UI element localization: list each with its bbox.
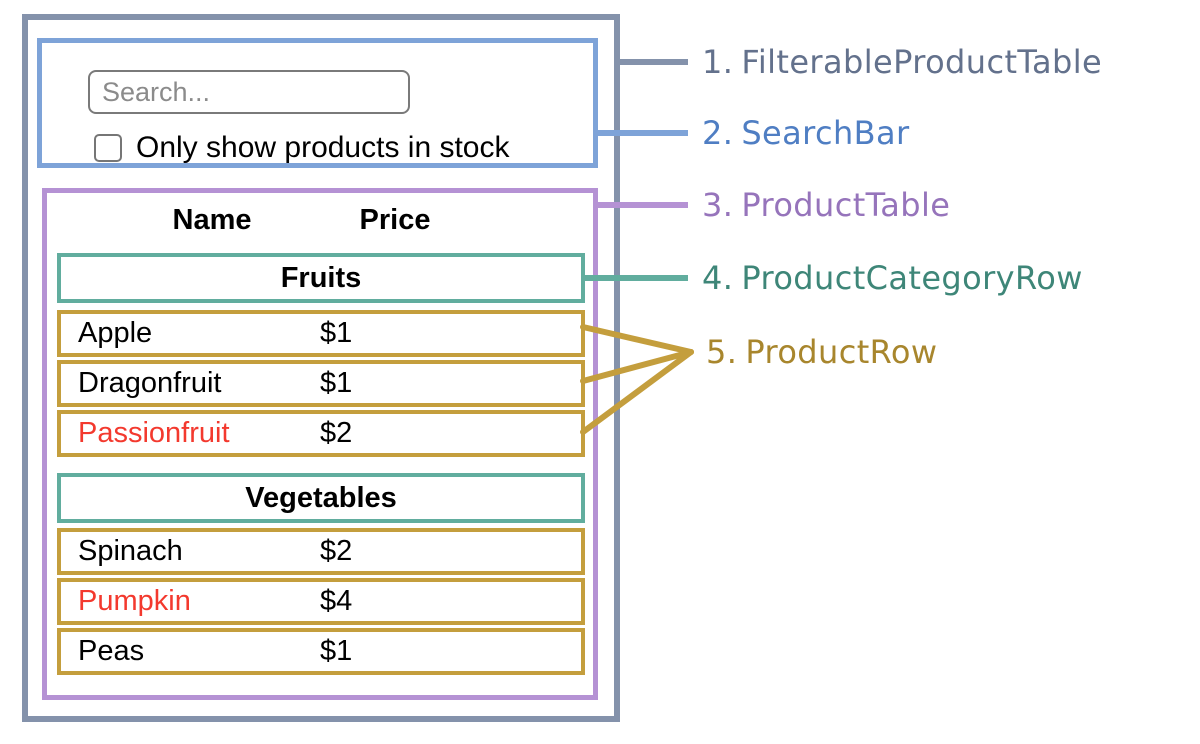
- product-price: $2: [320, 417, 353, 449]
- column-header-price: Price: [359, 204, 431, 236]
- product-row-peas: Peas $1: [57, 628, 585, 675]
- product-price: $1: [320, 317, 353, 349]
- product-name: Apple: [78, 317, 153, 349]
- label-number: 2.: [702, 114, 734, 152]
- label-text: SearchBar: [741, 114, 910, 152]
- label-text: FilterableProductTable: [741, 43, 1103, 81]
- in-stock-checkbox-label[interactable]: Only show products in stock: [136, 131, 510, 164]
- product-name: Spinach: [78, 535, 183, 567]
- product-name: Pumpkin: [78, 585, 191, 617]
- label-filterable-product-table: 1.FilterableProductTable: [702, 42, 1102, 82]
- label-product-category-row: 4.ProductCategoryRow: [702, 258, 1083, 298]
- product-name: Dragonfruit: [78, 367, 222, 399]
- product-row-dragonfruit: Dragonfruit $1: [57, 360, 585, 407]
- in-stock-checkbox[interactable]: [94, 134, 122, 162]
- product-row-apple: Apple $1: [57, 310, 585, 357]
- search-input[interactable]: [88, 70, 410, 114]
- product-row-pumpkin: Pumpkin $4: [57, 578, 585, 625]
- label-search-bar: 2.SearchBar: [702, 113, 910, 153]
- product-row-passionfruit: Passionfruit $2: [57, 410, 585, 457]
- product-name: Peas: [78, 635, 145, 667]
- label-number: 5.: [706, 333, 738, 371]
- label-text: ProductTable: [741, 186, 951, 224]
- label-product-row: 5.ProductRow: [706, 332, 937, 372]
- label-number: 4.: [702, 259, 734, 297]
- product-price: $4: [320, 585, 353, 617]
- product-category-row-fruits: Fruits: [57, 253, 585, 303]
- label-text: ProductCategoryRow: [741, 259, 1083, 297]
- label-text: ProductRow: [745, 333, 938, 371]
- product-name: Passionfruit: [78, 417, 230, 449]
- product-price: $1: [320, 635, 353, 667]
- label-product-table: 3.ProductTable: [702, 185, 950, 225]
- label-number: 3.: [702, 186, 734, 224]
- product-price: $2: [320, 535, 353, 567]
- product-price: $1: [320, 367, 353, 399]
- label-number: 1.: [702, 43, 734, 81]
- column-header-name: Name: [172, 204, 252, 236]
- product-category-row-vegetables: Vegetables: [57, 473, 585, 523]
- product-row-spinach: Spinach $2: [57, 528, 585, 575]
